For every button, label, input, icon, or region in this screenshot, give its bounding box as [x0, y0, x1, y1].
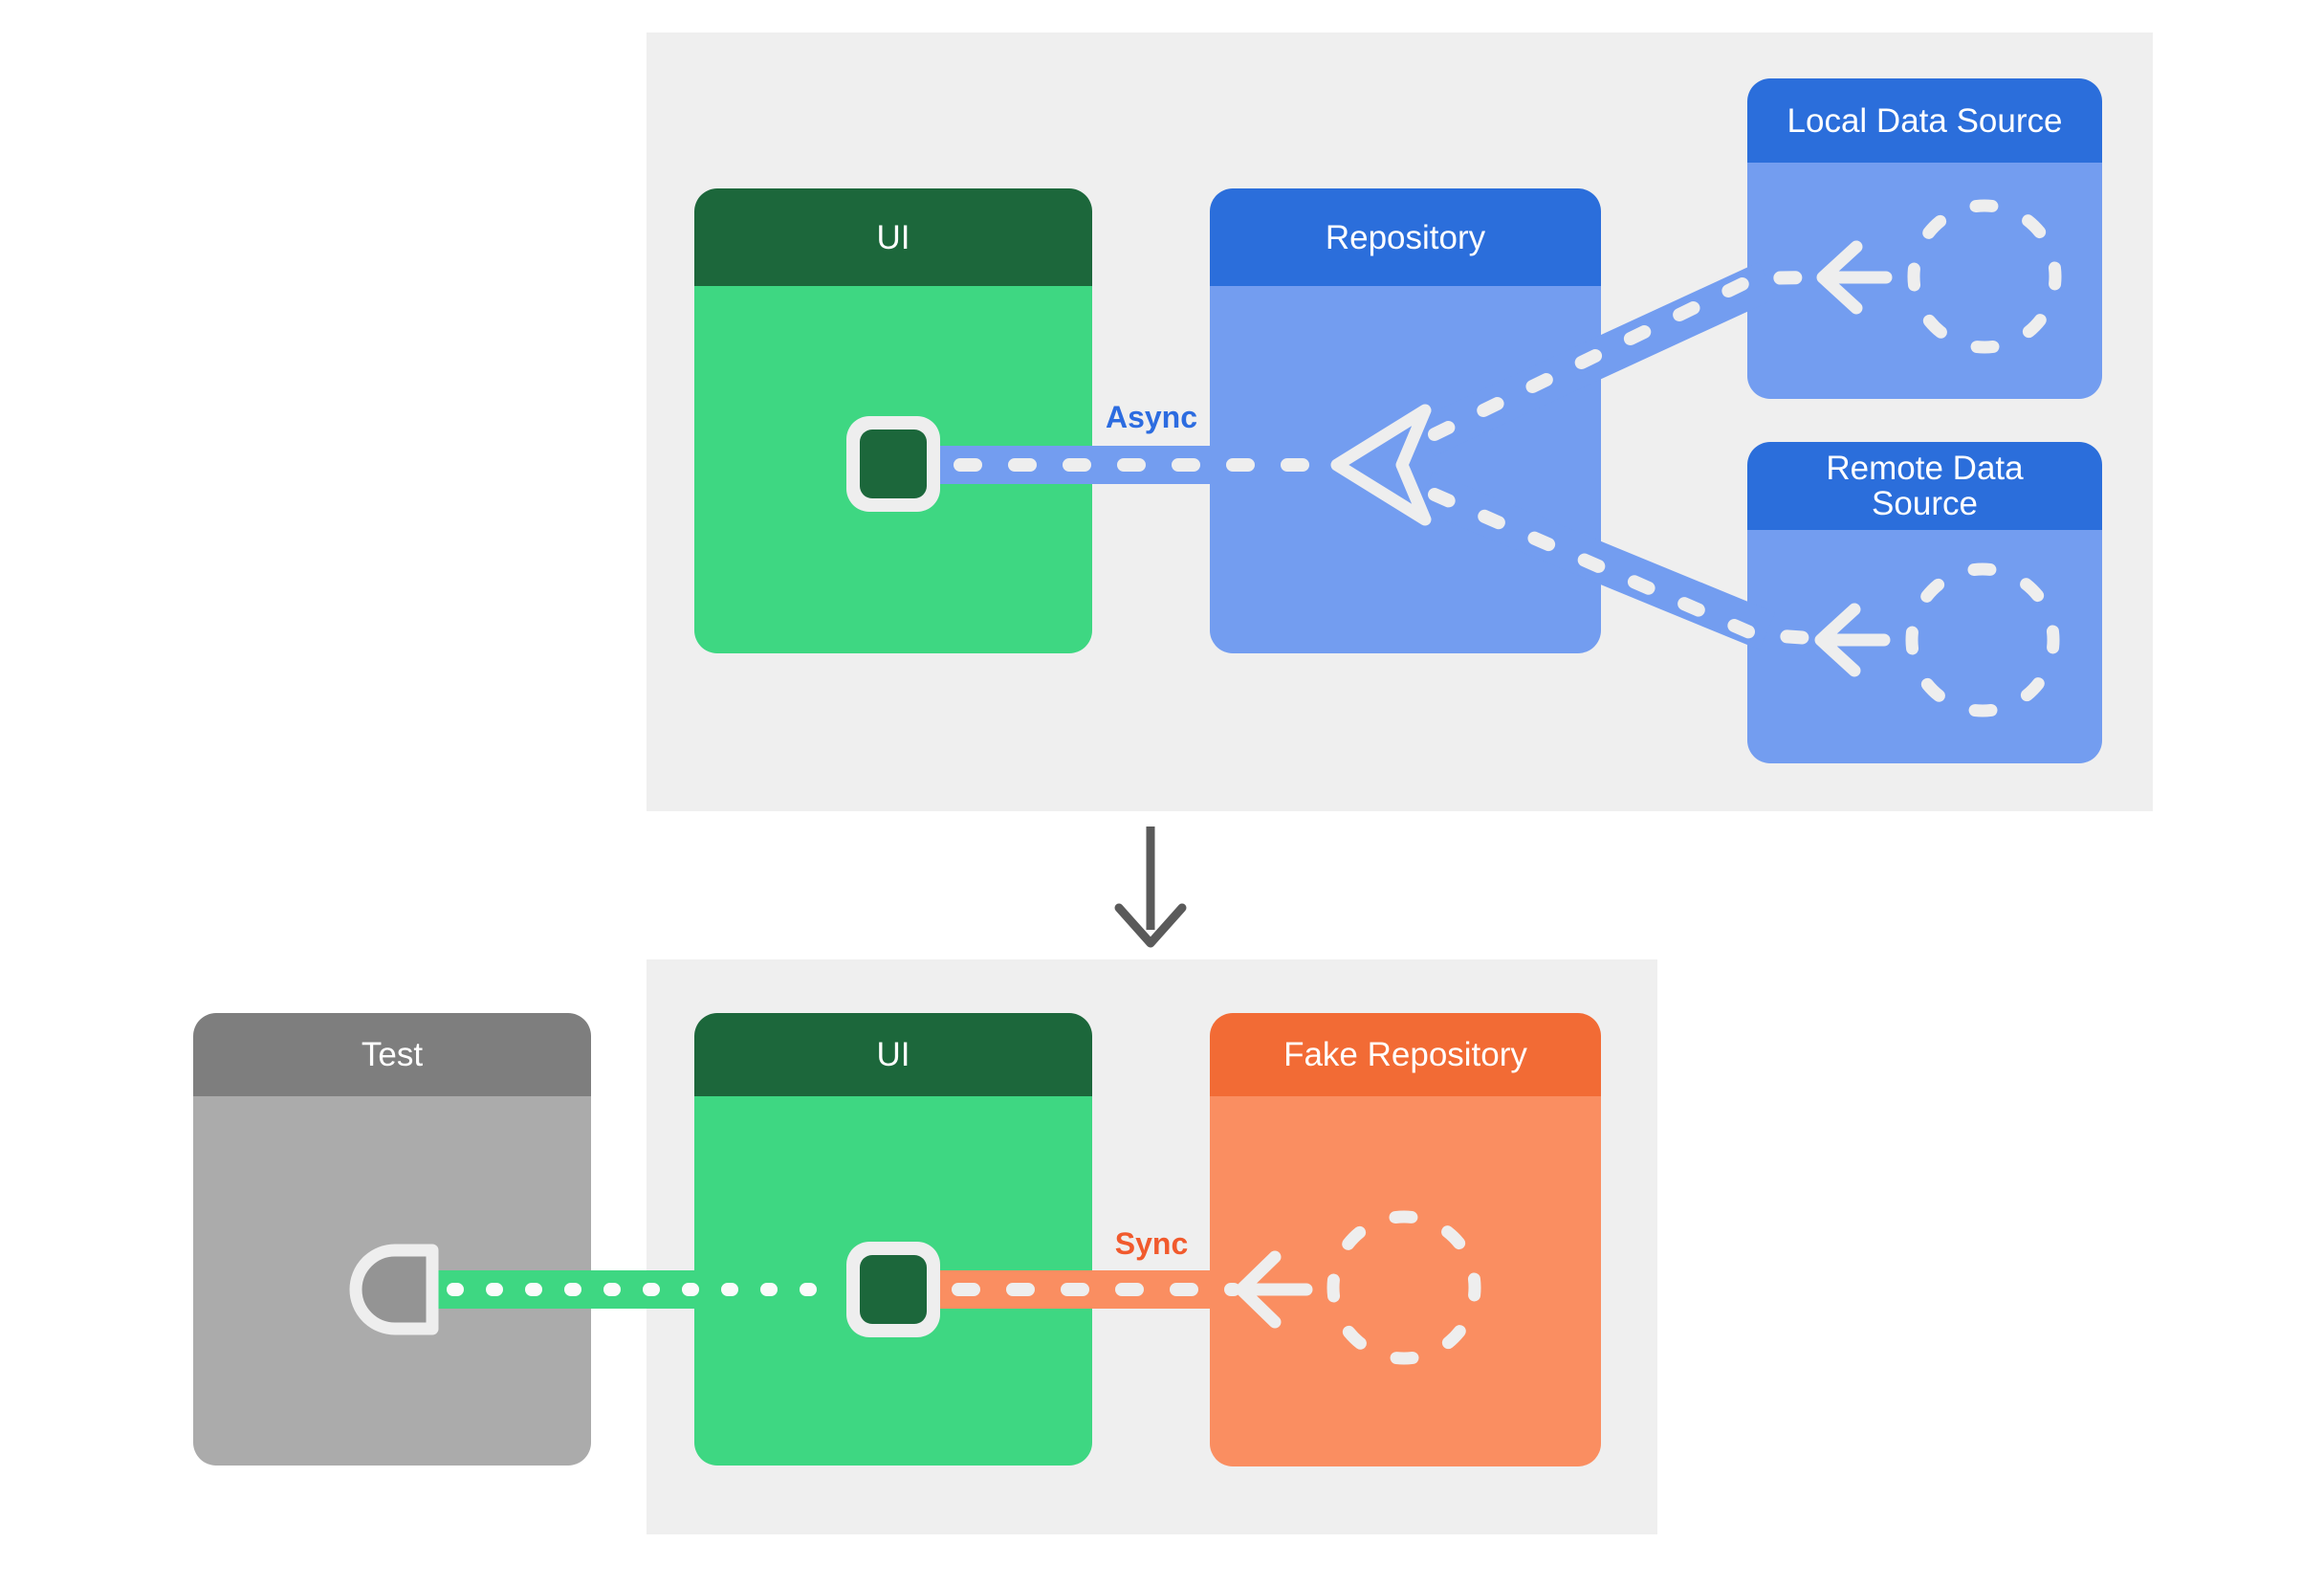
repository-card-title: Repository	[1325, 218, 1486, 256]
ui-card-bottom-header: UI	[694, 1013, 1092, 1096]
fake-repository-title: Fake Repository	[1283, 1036, 1527, 1073]
repository-card: Repository	[1210, 188, 1601, 653]
fake-repository-body	[1210, 1096, 1601, 1466]
repository-card-header: Repository	[1210, 188, 1601, 286]
fake-repository-card: Fake Repository	[1210, 1013, 1601, 1466]
local-data-source-card: Local Data Source	[1747, 78, 2102, 399]
test-card-header: Test	[193, 1013, 591, 1096]
ui-card-bottom-body	[694, 1096, 1092, 1466]
ui-card-top-title: UI	[876, 218, 910, 256]
ui-card-bottom: UI	[694, 1013, 1092, 1466]
remote-data-source-body	[1747, 530, 2102, 763]
local-data-source-body	[1747, 163, 2102, 399]
remote-data-source-header: Remote Data Source	[1747, 442, 2102, 530]
test-card-title: Test	[361, 1036, 424, 1073]
remote-data-source-card: Remote Data Source	[1747, 442, 2102, 763]
sync-label: Sync	[1114, 1226, 1189, 1261]
repository-card-body	[1210, 286, 1601, 653]
test-card: Test	[193, 1013, 591, 1466]
ui-card-top: UI	[694, 188, 1092, 653]
local-data-source-title: Local Data Source	[1787, 101, 2063, 140]
remote-data-source-title: Remote Data Source	[1826, 450, 2024, 522]
down-arrow-icon	[1114, 903, 1187, 948]
async-label: Async	[1105, 400, 1198, 434]
fake-repository-header: Fake Repository	[1210, 1013, 1601, 1096]
ui-card-top-body	[694, 286, 1092, 653]
local-data-source-header: Local Data Source	[1747, 78, 2102, 163]
ui-card-top-header: UI	[694, 188, 1092, 286]
ui-card-bottom-title: UI	[876, 1036, 910, 1073]
test-card-body	[193, 1096, 591, 1466]
